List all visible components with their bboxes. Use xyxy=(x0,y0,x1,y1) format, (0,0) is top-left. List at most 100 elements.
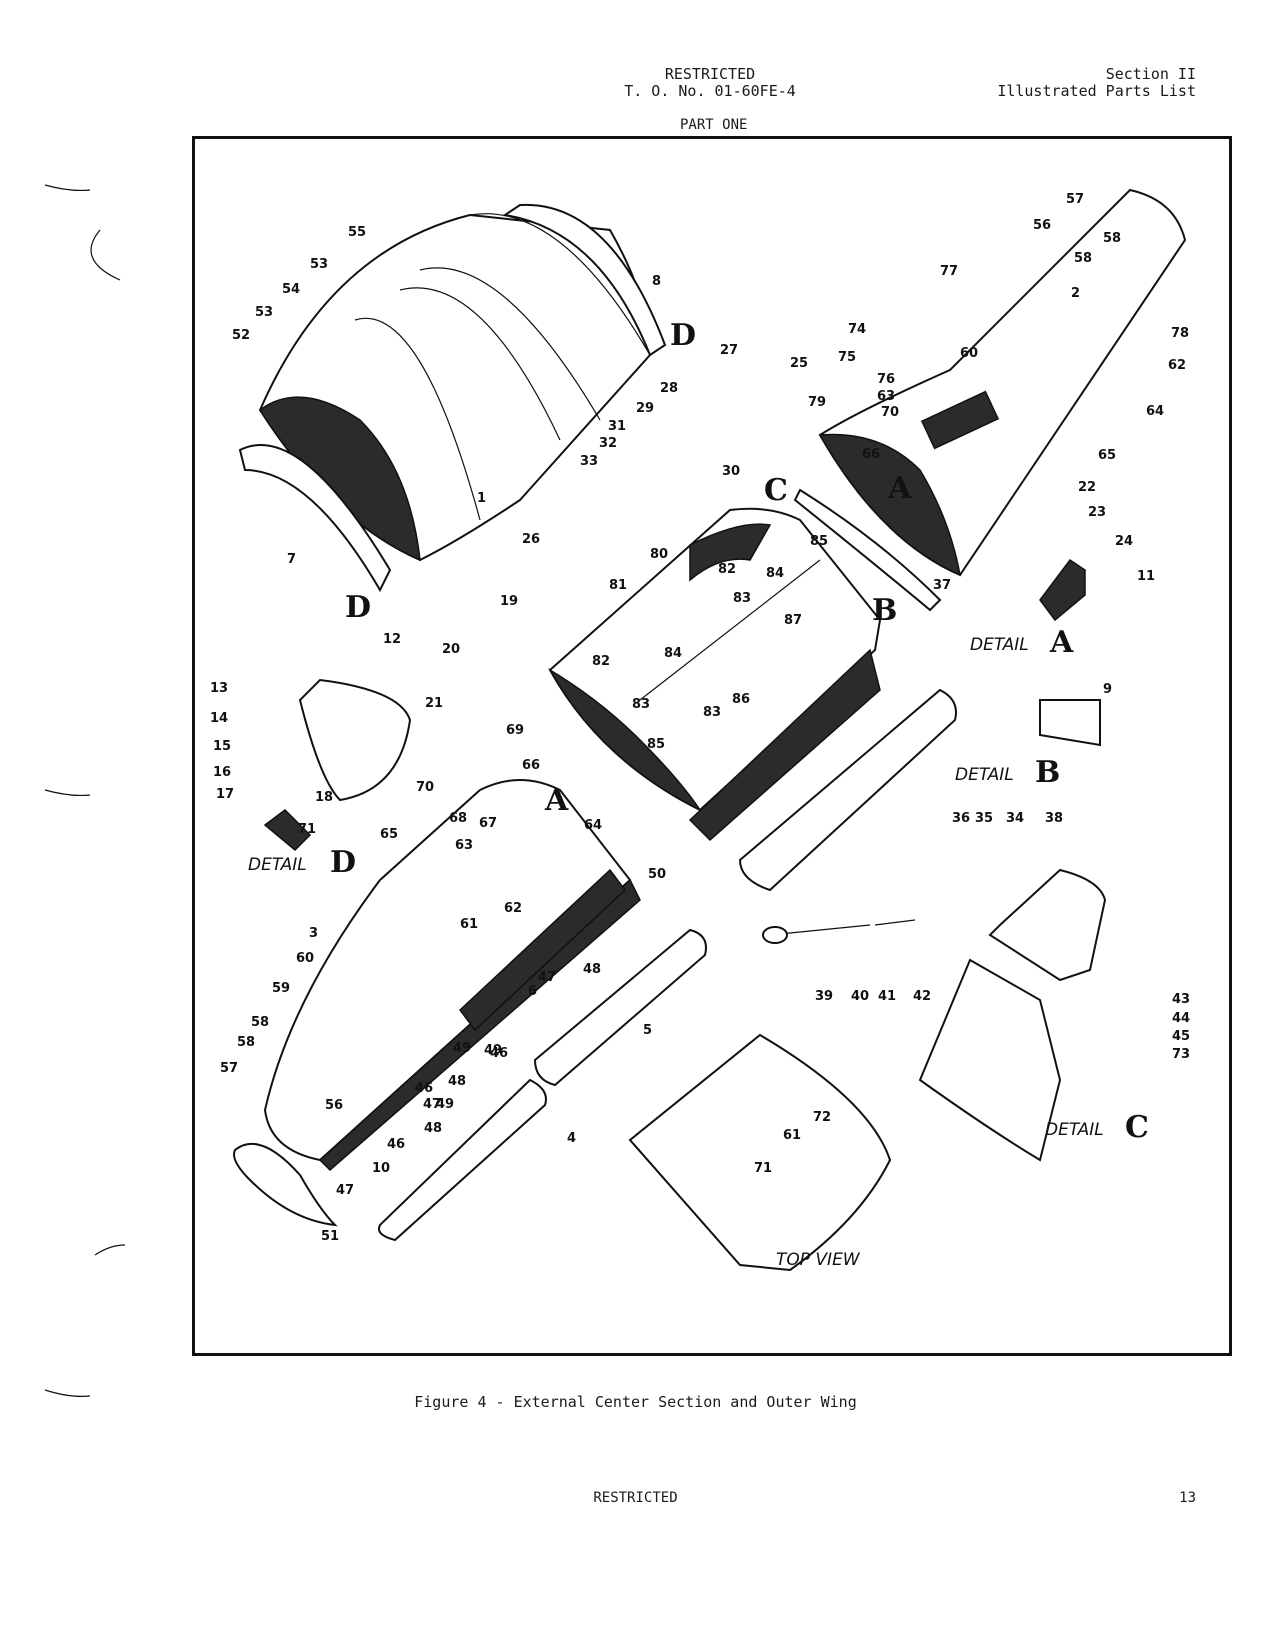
section-a-left: A xyxy=(544,783,569,818)
callout-65: 65 xyxy=(1098,448,1116,463)
detail-a-letter: A xyxy=(1049,625,1074,660)
center-section-panel xyxy=(547,507,882,842)
margin-mark xyxy=(44,789,91,797)
callout-62: 62 xyxy=(1168,358,1186,373)
flap-panel-6 xyxy=(738,688,957,892)
tech-order-number: T. O. No. 01-60FE-4 xyxy=(624,82,796,100)
callout-5: 5 xyxy=(643,1023,652,1038)
callout-53: 53 xyxy=(255,305,273,320)
callout-23: 23 xyxy=(1088,505,1106,520)
callout-18: 18 xyxy=(315,790,333,805)
callout-83: 83 xyxy=(733,591,751,606)
callout-58: 58 xyxy=(1074,251,1092,266)
callout-17: 17 xyxy=(216,787,234,802)
callout-60: 60 xyxy=(960,346,978,361)
top-view-label: TOP VIEW xyxy=(776,1250,861,1270)
callout-labels: 5553545352871272528293132333026808283848… xyxy=(210,192,1190,1244)
callout-46: 46 xyxy=(490,1046,508,1061)
callout-30: 30 xyxy=(722,464,740,479)
wing-tip-51 xyxy=(233,1142,338,1227)
callout-45: 45 xyxy=(1172,1029,1190,1044)
callout-19: 19 xyxy=(500,594,518,609)
callout-43: 43 xyxy=(1172,992,1190,1007)
callout-63: 63 xyxy=(455,838,473,853)
callout-60: 60 xyxy=(296,951,314,966)
detail-a-part xyxy=(1039,558,1086,622)
callout-24: 24 xyxy=(1115,534,1133,549)
callout-63: 63 xyxy=(877,389,895,404)
callout-38: 38 xyxy=(1045,811,1063,826)
callout-57: 57 xyxy=(1066,192,1084,207)
callout-16: 16 xyxy=(213,765,231,780)
margin-mark xyxy=(94,1244,126,1256)
margin-mark xyxy=(44,1389,91,1397)
callout-14: 14 xyxy=(210,711,228,726)
detail-b-part xyxy=(1039,699,1101,747)
detail-d-part-18 xyxy=(263,809,312,852)
callout-56: 56 xyxy=(1033,218,1051,233)
detail-d-label: DETAIL xyxy=(248,855,307,875)
callout-67: 67 xyxy=(479,816,497,831)
callout-75: 75 xyxy=(838,350,856,365)
callout-32: 32 xyxy=(599,436,617,451)
callout-49: 49 xyxy=(453,1041,471,1056)
detail-c-label: DETAIL xyxy=(1045,1120,1104,1140)
callout-6: 6 xyxy=(528,984,537,999)
callout-34: 34 xyxy=(1006,811,1024,826)
detail-c-letter: C xyxy=(1125,1110,1149,1145)
callout-64: 64 xyxy=(1146,404,1164,419)
figure-caption: Figure 4 - External Center Section and O… xyxy=(414,1393,857,1411)
callout-74: 74 xyxy=(848,322,866,337)
callout-15: 15 xyxy=(213,739,231,754)
upper-right-wing-panel xyxy=(793,188,1187,612)
flap-panel-5 xyxy=(533,928,707,1087)
callout-72: 72 xyxy=(813,1110,831,1125)
section-d-upper: D xyxy=(670,318,696,353)
restricted-bottom: RESTRICTED xyxy=(593,1490,678,1506)
callout-69: 69 xyxy=(506,723,524,738)
section-c: C xyxy=(764,473,788,508)
callout-62: 62 xyxy=(504,901,522,916)
detail-b-letter: B xyxy=(1035,755,1060,790)
section-label: Section II xyxy=(1105,65,1196,83)
callout-49: 49 xyxy=(436,1097,454,1112)
top-view-panel xyxy=(628,1033,892,1272)
callout-61: 61 xyxy=(783,1128,801,1143)
section-d-lower: D xyxy=(345,590,371,625)
header-center: RESTRICTED T. O. No. 01-60FE-4 xyxy=(560,66,860,100)
callout-51: 51 xyxy=(321,1229,339,1244)
callout-59: 59 xyxy=(272,981,290,996)
upper-left-wing-panel xyxy=(238,203,667,593)
callout-46: 46 xyxy=(387,1137,405,1152)
section-b: B xyxy=(872,593,897,628)
callout-4: 4 xyxy=(567,1131,576,1146)
detail-a-label: DETAIL xyxy=(970,635,1029,655)
callout-33: 33 xyxy=(580,454,598,469)
callout-26: 26 xyxy=(522,532,540,547)
margin-mark xyxy=(44,184,91,192)
callout-54: 54 xyxy=(282,282,300,297)
callout-77: 77 xyxy=(940,264,958,279)
figure-frame xyxy=(192,136,1232,1356)
page-number: 13 xyxy=(1179,1490,1196,1506)
callout-42: 42 xyxy=(913,989,931,1004)
callout-22: 22 xyxy=(1078,480,1096,495)
callout-85: 85 xyxy=(810,534,828,549)
detail-d-part-13 xyxy=(298,678,412,802)
callout-39: 39 xyxy=(815,989,833,1004)
callout-46: 46 xyxy=(415,1081,433,1096)
callout-58: 58 xyxy=(237,1035,255,1050)
callout-55: 55 xyxy=(348,225,366,240)
callout-66: 66 xyxy=(862,447,880,462)
callout-82: 82 xyxy=(592,654,610,669)
callout-83: 83 xyxy=(632,697,650,712)
callout-47: 47 xyxy=(538,970,556,985)
callout-64: 64 xyxy=(584,818,602,833)
part-one-label: PART ONE xyxy=(680,117,748,133)
callout-58: 58 xyxy=(251,1015,269,1030)
callout-79: 79 xyxy=(808,395,826,410)
callout-71: 71 xyxy=(754,1161,772,1176)
callout-11: 11 xyxy=(1137,569,1155,584)
callout-29: 29 xyxy=(636,401,654,416)
callout-53: 53 xyxy=(310,257,328,272)
